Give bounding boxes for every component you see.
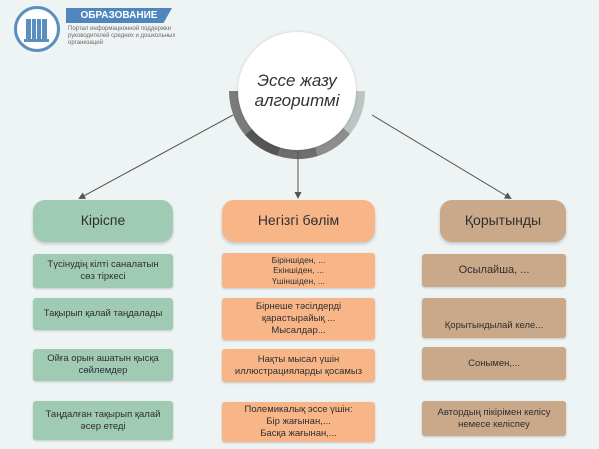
conclusion-item-1: Осылайша, ... (422, 254, 566, 287)
main-item-2: Бірнеше тәсілдерді қарастырайық ... Мыса… (222, 298, 375, 340)
conclusion-item-1-text: Осылайша, ... (458, 263, 530, 276)
intro-item-1-text: Түсінудің кілті саналатын сөз тіркесі (47, 259, 159, 282)
main-item-3-text: Нақты мысал үшін иллюстрацияларды қосамы… (234, 353, 363, 377)
header-conclusion: Қорытынды (440, 200, 566, 242)
logo-caption: Портал информационной поддержки руководи… (68, 26, 176, 46)
header-main-body-label: Негізгі бөлім (257, 212, 340, 229)
arrow-left (78, 114, 234, 199)
logo-icon (14, 6, 60, 52)
intro-item-3-text: Ойға орын ашатын қысқа сөйлемдер (47, 353, 159, 376)
main-item-1: Біріншіден, ... Екіншіден, ... Үшіншіден… (222, 253, 375, 288)
main-item-4: Полемикалық эссе үшін: Бір жағынан,... Б… (222, 402, 375, 442)
main-item-3: Нақты мысал үшін иллюстрацияларды қосамы… (222, 349, 375, 382)
conclusion-item-3-text: Сонымен,... (468, 357, 520, 369)
conclusion-item-3: Сонымен,... (422, 347, 566, 380)
conclusion-item-2-text: Қорытындылай келе... (444, 320, 544, 332)
main-item-4-text: Полемикалық эссе үшін: Бір жағынан,... Б… (244, 404, 353, 439)
intro-item-3: Ойға орын ашатын қысқа сөйлемдер (33, 349, 173, 381)
header-intro: Кіріспе (33, 200, 173, 242)
intro-item-4: Таңдалған тақырып қалай әсер етеді (33, 401, 173, 440)
intro-item-2-text: Тақырып қалай таңдалады (43, 308, 163, 320)
intro-item-1: Түсінудің кілті саналатын сөз тіркесі (33, 254, 173, 288)
conclusion-item-2: Қорытындылай келе... (422, 298, 566, 338)
header-conclusion-label: Қорытынды (464, 212, 542, 229)
main-item-2-text: Бірнеше тәсілдерді қарастырайық ... Мыса… (255, 301, 342, 336)
intro-item-2: Тақырып қалай таңдалады (33, 298, 173, 330)
logo-banner: ОБРАЗОВАНИЕ (66, 8, 172, 23)
header-main-body: Негізгі бөлім (222, 200, 375, 242)
conclusion-item-4: Автордың пікірімен келісу немесе келіспе… (422, 401, 566, 436)
header-intro-label: Кіріспе (80, 212, 126, 229)
arrow-right (371, 114, 512, 200)
main-item-1-text: Біріншіден, ... Екіншіден, ... Үшіншіден… (271, 254, 326, 286)
intro-item-4-text: Таңдалған тақырып қалай әсер етеді (45, 408, 161, 432)
diagram-title: Эссе жазу алгоритмі (254, 71, 340, 110)
conclusion-item-4-text: Автордың пікірімен келісу немесе келіспе… (437, 406, 551, 430)
title-circle: Эссе жазу алгоритмі (238, 32, 356, 150)
